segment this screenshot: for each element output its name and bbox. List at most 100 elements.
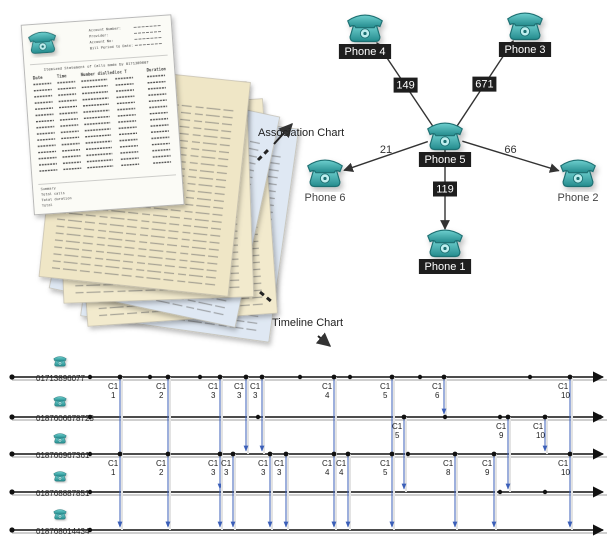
call-seq: 1 bbox=[111, 391, 116, 400]
node-label-box bbox=[338, 44, 392, 59]
phone-icon bbox=[507, 12, 543, 41]
lane-start-dot bbox=[9, 374, 15, 380]
call-id: C1 bbox=[234, 382, 245, 391]
lane-start-dot bbox=[9, 414, 15, 420]
call-id: C1 bbox=[380, 459, 391, 468]
lane-event-dot bbox=[347, 374, 353, 380]
node-label: Phone 5 bbox=[425, 154, 466, 166]
call-start-dot bbox=[505, 414, 511, 420]
call-start-dot bbox=[217, 451, 223, 457]
pointer-arrow-icon bbox=[315, 332, 332, 347]
call-id: C1 bbox=[482, 459, 493, 468]
call-id: C1 bbox=[443, 459, 454, 468]
lane-event-dot bbox=[87, 451, 93, 457]
node-label: Phone 3 bbox=[505, 44, 546, 56]
edge-count-box bbox=[472, 76, 497, 92]
call-start-dot bbox=[217, 374, 223, 380]
lane-event-dot bbox=[87, 527, 93, 533]
call-start-dot bbox=[452, 451, 458, 457]
phone-icon bbox=[427, 229, 463, 258]
node-label-box bbox=[418, 259, 472, 274]
edge-count: 21 bbox=[380, 144, 392, 156]
call-id: C1 bbox=[322, 382, 333, 391]
lane-event-dot bbox=[417, 374, 423, 380]
edge-count-box bbox=[433, 181, 457, 197]
call-start-dot bbox=[542, 414, 548, 420]
call-start-dot bbox=[283, 451, 289, 457]
call-seq: 3 bbox=[211, 391, 216, 400]
lane-event-dot bbox=[297, 374, 303, 380]
phone-icon bbox=[427, 122, 463, 151]
phone-icon bbox=[53, 356, 67, 367]
lane-event-dot bbox=[405, 451, 411, 457]
call-seq: 3 bbox=[224, 468, 229, 477]
lane-event-dot bbox=[442, 414, 448, 420]
call-id: C1 bbox=[156, 382, 167, 391]
call-start-dot bbox=[389, 374, 395, 380]
call-start-dot bbox=[259, 374, 265, 380]
header-field: Provider: bbox=[89, 33, 109, 38]
lane-event-dot bbox=[527, 374, 533, 380]
call-start-dot bbox=[345, 451, 351, 457]
call-id: C1 bbox=[156, 459, 167, 468]
call-id: C1 bbox=[208, 459, 219, 468]
phone-icon bbox=[53, 509, 67, 520]
call-id: C1 bbox=[558, 459, 569, 468]
lane-number: 0187606678725 bbox=[36, 414, 94, 423]
edge-count: 66 bbox=[504, 144, 516, 156]
lane-number: 018768014434 bbox=[36, 527, 90, 536]
call-seq: 4 bbox=[339, 468, 344, 477]
pointer-arrow-icon bbox=[273, 122, 293, 145]
call-id: C1 bbox=[380, 382, 391, 391]
call-id: C1 bbox=[336, 459, 347, 468]
edge-count: 119 bbox=[436, 184, 454, 196]
phone-icon bbox=[53, 471, 67, 482]
column-header: Duration bbox=[146, 66, 166, 72]
call-id: C1 bbox=[274, 459, 285, 468]
footer-field: Total calls bbox=[41, 191, 65, 197]
call-start-dot bbox=[441, 374, 447, 380]
column-header: Number dialled bbox=[81, 70, 116, 77]
call-id: C1 bbox=[208, 382, 219, 391]
lane-number: 018766967361 bbox=[36, 451, 90, 460]
header-field: Account Number: bbox=[89, 26, 122, 32]
footer-field: Summary bbox=[41, 186, 57, 191]
lane-event-dot bbox=[87, 414, 93, 420]
call-start-dot bbox=[117, 374, 123, 380]
node-label: Phone 6 bbox=[305, 192, 346, 204]
call-seq: 8 bbox=[446, 468, 451, 477]
association-chart-label: Association Chart bbox=[258, 127, 344, 139]
call-seq: 9 bbox=[485, 468, 490, 477]
call-seq: 9 bbox=[499, 431, 504, 440]
lane-event-dot bbox=[542, 489, 548, 495]
call-seq: 4 bbox=[325, 468, 330, 477]
column-header: Date bbox=[33, 75, 44, 81]
call-start-dot bbox=[389, 451, 395, 457]
edge-count: 671 bbox=[475, 79, 493, 91]
phone-icon bbox=[307, 159, 343, 188]
call-start-dot bbox=[117, 451, 123, 457]
call-seq: 10 bbox=[561, 468, 570, 477]
timeline-chart-label: Timeline Chart bbox=[272, 317, 343, 329]
lane-start-dot bbox=[9, 451, 15, 457]
column-header: Loc T bbox=[115, 69, 128, 75]
header-field: Account No: bbox=[89, 39, 113, 45]
call-seq: 4 bbox=[325, 391, 330, 400]
phone-icon bbox=[560, 159, 596, 188]
association-pointer: Association Chart bbox=[256, 122, 344, 162]
call-seq: 5 bbox=[395, 431, 400, 440]
call-id: C1 bbox=[250, 382, 261, 391]
call-seq: 5 bbox=[383, 391, 388, 400]
call-id: C1 bbox=[258, 459, 269, 468]
node-label: Phone 2 bbox=[558, 192, 599, 204]
call-seq: 2 bbox=[159, 468, 164, 477]
phone-icon bbox=[28, 31, 57, 54]
timeline-pointer: Timeline Chart bbox=[259, 290, 343, 347]
call-seq: 1 bbox=[111, 468, 116, 477]
call-seq: 3 bbox=[237, 391, 242, 400]
call-start-dot bbox=[567, 374, 573, 380]
column-header: Time bbox=[57, 73, 68, 79]
